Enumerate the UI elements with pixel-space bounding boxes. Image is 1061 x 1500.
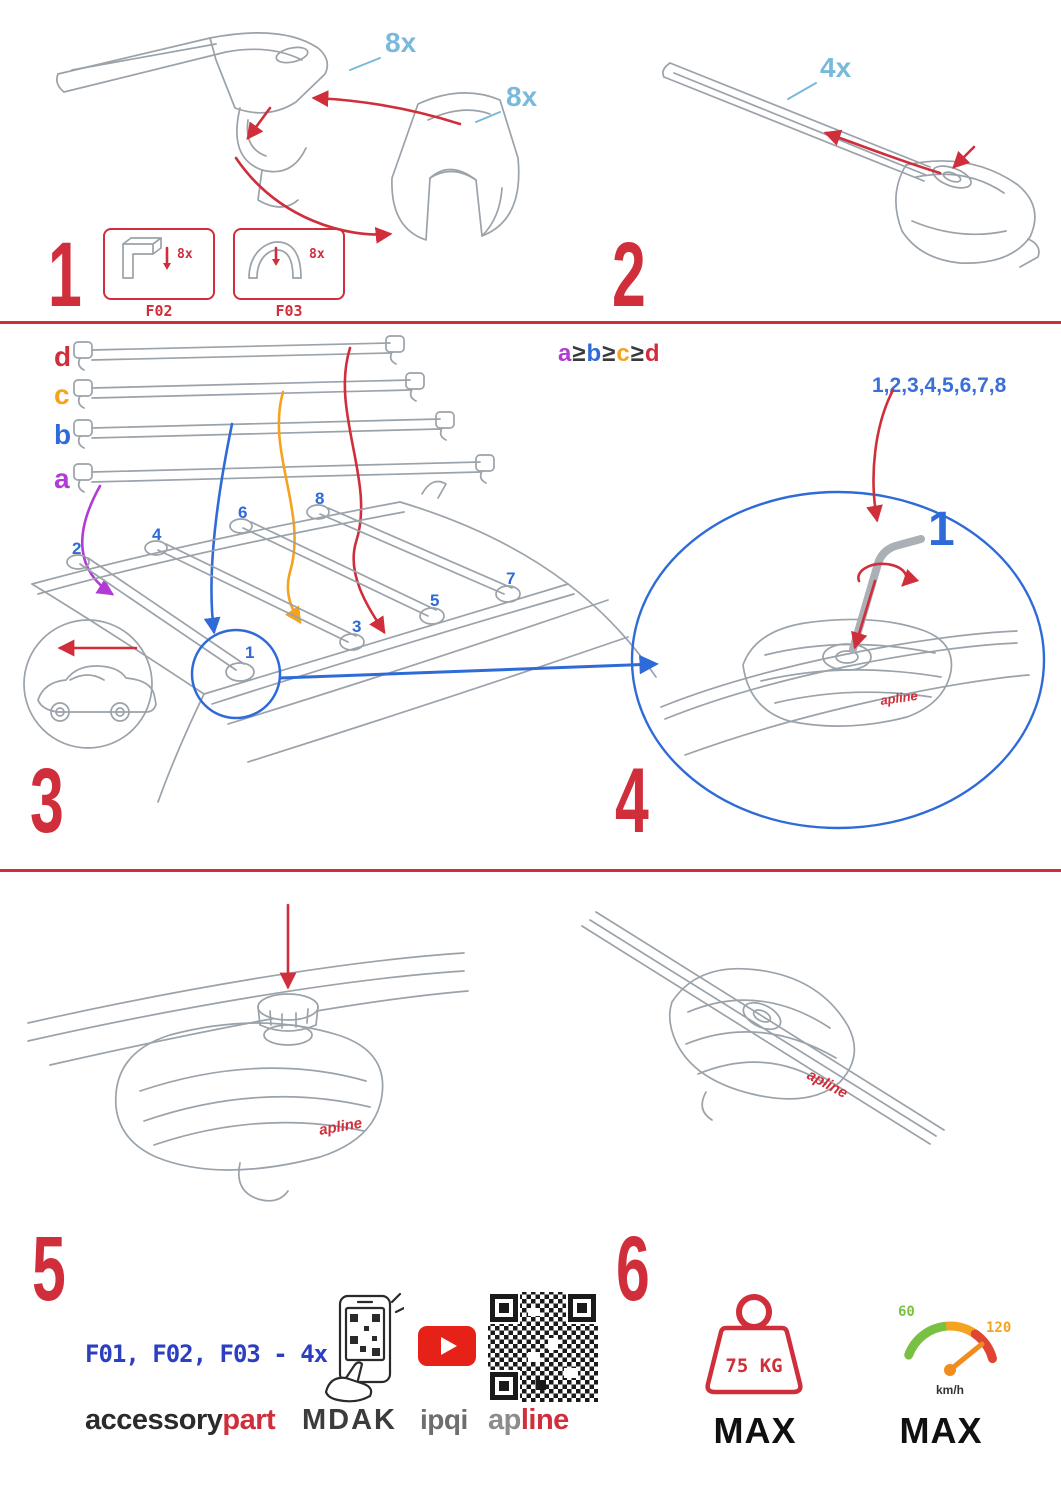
- step-2-number: 2: [612, 224, 646, 326]
- weight-max-label: MAX: [713, 1410, 797, 1451]
- qty-label-f02: 8x: [177, 247, 193, 262]
- bar-length-formula: a≥b≥c≥d: [558, 340, 661, 368]
- bar-letter-d: d: [54, 341, 71, 372]
- position-3: 3: [352, 617, 361, 636]
- step-5-number: 5: [32, 1218, 66, 1320]
- fitting-kit-codes: F01, F02, F03 - 4x: [85, 1340, 328, 1368]
- step1-foot-pads-illustration: 8x 8x: [56, 27, 538, 244]
- position-7: 7: [506, 569, 515, 588]
- part-code-f03: F03: [275, 302, 303, 320]
- step3-roof-layout-illustration: d c b a: [23, 335, 659, 803]
- formula-ge3: ≥: [630, 340, 645, 367]
- position-5: 5: [430, 591, 439, 610]
- bar-letter-b: b: [54, 419, 71, 450]
- step-1-number: 1: [48, 224, 82, 326]
- section-divider-bottom: [0, 869, 1061, 872]
- section-divider-top: [0, 321, 1061, 324]
- qty-label-endcaps: 4x: [820, 52, 852, 83]
- tightening-sequence: 1,2,3,4,5,6,7,8: [872, 374, 1007, 397]
- step-4-number: 4: [615, 750, 649, 852]
- speed-unit-label: km/h: [936, 1383, 964, 1397]
- allen-key: [849, 535, 925, 653]
- phone-qr-scan-icon: [324, 1292, 404, 1403]
- speed-max-label: MAX: [899, 1410, 983, 1451]
- position-8: 8: [315, 489, 324, 508]
- qty-label-f03: 8x: [309, 247, 325, 262]
- speedometer-icon: 60 120 km/h: [898, 1304, 1011, 1397]
- part-f03-glyph: 8x: [248, 241, 325, 279]
- brand-ipqi: ipqi: [420, 1404, 468, 1435]
- foot1-zoom-circle: [190, 628, 282, 720]
- part-f02-glyph: 8x: [122, 237, 193, 279]
- step-6-number: 6: [616, 1218, 650, 1320]
- max-weight-value: 75 KG: [725, 1355, 782, 1377]
- part-box-f02: 8x: [103, 228, 215, 300]
- brand-apline: apline: [488, 1404, 569, 1437]
- speed-high-label: 120: [986, 1320, 1011, 1336]
- part-code-f02: F02: [145, 302, 173, 320]
- qty-label-pads-a: 8x: [385, 27, 417, 58]
- weight-limit-icon: 75 KG: [705, 1294, 803, 1395]
- step2-bar-endcap-illustration: 4x: [662, 52, 1040, 268]
- bar-letter-a: a: [54, 463, 70, 494]
- position-4: 4: [152, 525, 162, 544]
- formula-ge1: ≥: [572, 340, 587, 367]
- insert-arrow: [851, 579, 877, 650]
- step5-cap-illustration: apline: [27, 903, 469, 1202]
- step-3-number: 3: [30, 750, 64, 852]
- qr-code: [488, 1292, 598, 1402]
- position-1: 1: [245, 643, 254, 662]
- formula-a: a: [558, 340, 573, 367]
- foot-brand-logo: apline: [318, 1115, 364, 1139]
- position-2: 2: [72, 539, 81, 558]
- youtube-icon: [418, 1326, 476, 1366]
- speed-low-label: 60: [898, 1304, 915, 1320]
- car-direction-inset: [23, 619, 157, 749]
- brand-apline-red: line: [520, 1404, 569, 1436]
- position-6: 6: [238, 503, 247, 522]
- step4-tighten-illustration: apline: [630, 388, 1046, 830]
- youtube-play-triangle: [441, 1337, 457, 1355]
- formula-b: b: [586, 340, 603, 367]
- brand-mdak: MDAK: [302, 1404, 397, 1436]
- brand-accessorypart-red: part: [222, 1404, 276, 1436]
- qty-label-pads-b: 8x: [506, 81, 538, 112]
- formula-ge2: ≥: [602, 340, 617, 367]
- foot-brand-logo: apline: [879, 688, 918, 708]
- zoom-ellipse: [630, 490, 1046, 830]
- sequence-arrow: [866, 388, 895, 523]
- brand-accessorypart: accessorypart: [85, 1404, 276, 1437]
- brand-apline-gray: ap: [488, 1404, 521, 1436]
- formula-d: d: [644, 340, 661, 367]
- zoom-arrow: [279, 654, 659, 680]
- brand-accessorypart-black: accessory: [85, 1404, 223, 1436]
- formula-c: c: [616, 340, 631, 367]
- step6-finished-illustration: apline: [581, 911, 945, 1145]
- part-box-f03: 8x: [233, 228, 345, 300]
- rotate-arrow: [857, 562, 920, 587]
- bar-letter-c: c: [54, 379, 70, 410]
